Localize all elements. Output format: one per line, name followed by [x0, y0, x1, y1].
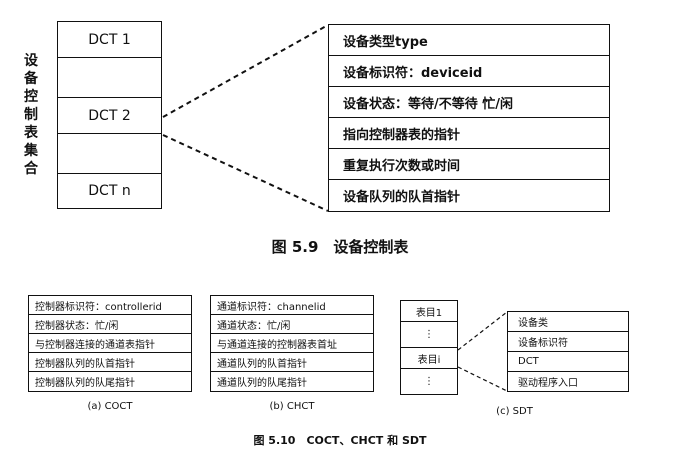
dct-field-3: 设备状态：等待/不等待 忙/闲 [328, 86, 610, 119]
sdt-entry-1-text: 表目1 [415, 307, 443, 319]
sdt-label: (c) SDT [400, 406, 629, 417]
sdt-entry-to-fields-bottom-line [457, 366, 508, 392]
chct-field-3-text: 与通道连接的控制器表首址 [217, 339, 337, 351]
coct-field-4: 控制器队列的队首指针 [28, 352, 192, 372]
dct-field-1-text: 设备类型type [343, 35, 428, 50]
dct-row-1: DCT 1 [57, 21, 162, 59]
dct-row-3-label: DCT 2 [88, 108, 131, 124]
coct-field-3-text: 与控制器连接的通道表指针 [35, 339, 155, 351]
dct-field-6-text: 设备队列的队首指针 [343, 190, 461, 205]
fig510-caption: 图 5.10 COCT、CHCT 和 SDT [0, 432, 680, 448]
coct-field-5: 控制器队列的队尾指针 [28, 371, 192, 392]
dct-field-3-text: 设备状态：等待/不等待 忙/闲 [343, 97, 514, 112]
coct-field-5-text: 控制器队列的队尾指针 [35, 378, 135, 389]
dct-field-2-text: 设备标识符：deviceid [343, 66, 483, 81]
sdt-label-text: (c) SDT [496, 406, 533, 417]
dct-row-5: DCT n [57, 173, 162, 209]
chct-label: (b) CHCT [210, 401, 374, 412]
chct-field-2-text: 通道状态：忙/闲 [217, 320, 291, 332]
sdt-field-4: 驱动程序入口 [507, 371, 629, 392]
dct-row-4 [57, 133, 162, 175]
chct-field-5-text: 通道队列的队尾指针 [217, 378, 307, 389]
dct2-to-fields-top-line [162, 24, 329, 118]
dct-field-6: 设备队列的队首指针 [328, 179, 610, 212]
sdt-field-4-text: 驱动程序入口 [518, 378, 578, 389]
coct-field-2-text: 控制器状态：忙/闲 [35, 320, 119, 332]
coct-field-4-text: 控制器队列的队首指针 [35, 358, 135, 370]
sdt-field-1-text: 设备类 [518, 318, 548, 329]
coct-field-1-text: 控制器标识符：controllerid [35, 301, 162, 313]
chct-field-5: 通道队列的队尾指针 [210, 371, 374, 392]
fig59-side-label: 设备控制表集合 [23, 52, 41, 178]
chct-field-1-text: 通道标识符：channelid [217, 301, 326, 313]
sdt-entry-2-text: ⋮ [424, 329, 434, 340]
fig59-caption: 图 5.9 设备控制表 [0, 236, 680, 257]
dct2-to-fields-bottom-line [162, 134, 329, 212]
dct-row-3: DCT 2 [57, 97, 162, 135]
fig59-side-label-text: 设备控制表集合 [24, 53, 38, 177]
dct-field-5-text: 重复执行次数或时间 [343, 159, 461, 174]
dct-field-2: 设备标识符：deviceid [328, 55, 610, 88]
sdt-entry-3-text: 表目i [417, 354, 441, 366]
sdt-entry-to-fields-top-line [457, 311, 508, 351]
fig59-caption-text: 图 5.9 设备控制表 [271, 238, 409, 256]
dct-row-1-label: DCT 1 [88, 32, 131, 48]
chct-field-4-text: 通道队列的队首指针 [217, 358, 307, 370]
coct-label: (a) COCT [28, 401, 192, 412]
dct-row-5-label: DCT n [88, 183, 131, 199]
coct-label-text: (a) COCT [87, 401, 133, 412]
sdt-field-3-text: DCT [518, 356, 539, 367]
sdt-entry-4-text: ⋮ [424, 376, 434, 387]
dct-field-4-text: 指向控制器表的指针 [343, 128, 461, 143]
sdt-entry-4: ⋮ [400, 368, 458, 395]
dct-field-5: 重复执行次数或时间 [328, 148, 610, 181]
fig510-caption-text: 图 5.10 COCT、CHCT 和 SDT [253, 434, 427, 447]
chct-label-text: (b) CHCT [269, 401, 315, 412]
sdt-field-2-text: 设备标识符 [518, 338, 568, 349]
